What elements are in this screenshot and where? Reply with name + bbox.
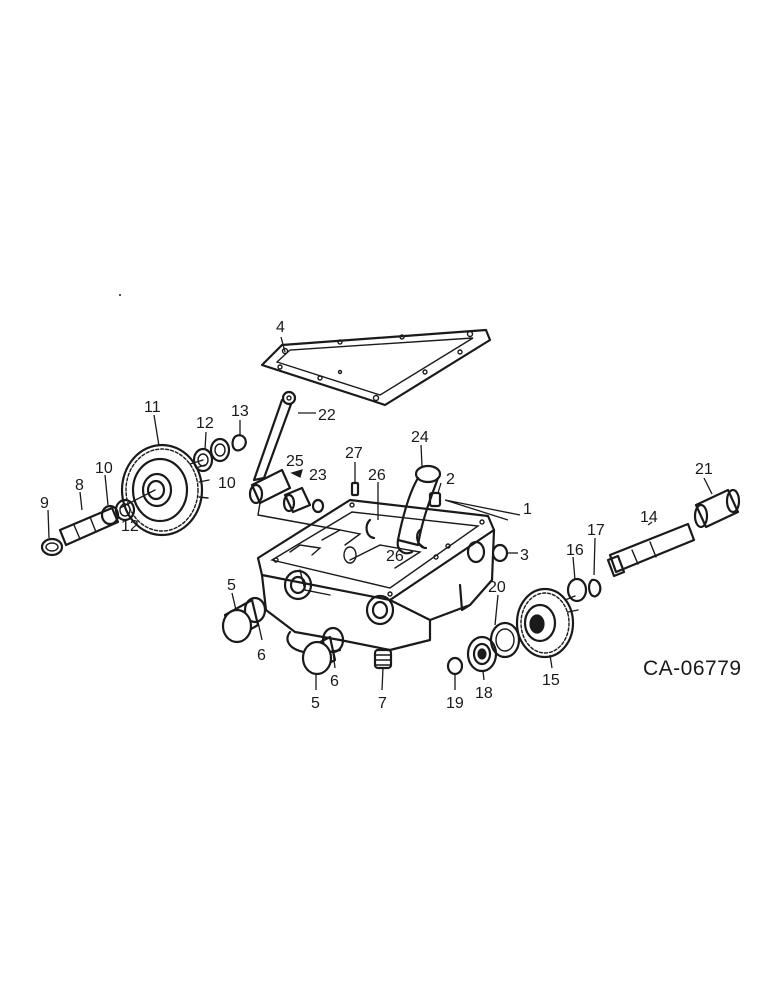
dowel: [428, 491, 442, 508]
callout-6-right: 6: [330, 673, 339, 690]
leader-lines: [47, 336, 713, 691]
callout-8: 8: [75, 477, 84, 494]
cover-gasket: [260, 328, 492, 407]
callout-20: 20: [488, 579, 506, 596]
callout-4: 4: [276, 319, 285, 336]
callout-17: 17: [587, 522, 605, 539]
callout-5-right: 5: [311, 695, 320, 712]
callout-5-left: 5: [227, 577, 236, 594]
callout-10-upper: 10: [218, 475, 236, 492]
pin: [350, 481, 360, 497]
callout-6-left: 6: [257, 647, 266, 664]
large-gear: [120, 443, 210, 537]
callout-10-left: 10: [95, 460, 113, 477]
callout-15: 15: [542, 672, 560, 689]
callout-13: 13: [231, 403, 249, 420]
left-shaft-assembly: [40, 489, 156, 557]
callout-22: 22: [318, 407, 336, 424]
transmission-housing: [256, 498, 509, 655]
right-shaft-assembly: [446, 488, 741, 676]
callout-21: 21: [695, 461, 713, 478]
callout-7: 7: [378, 695, 387, 712]
callout-27: 27: [345, 445, 363, 462]
stray-mark: [119, 294, 121, 296]
cross-shaft: [248, 468, 341, 531]
callout-25: 25: [286, 453, 304, 470]
drawing-code: CA-06779: [643, 657, 742, 680]
callout-26-upper: 26: [368, 467, 386, 484]
callout-12-upper: 12: [196, 415, 214, 432]
breather-plug: [373, 648, 393, 670]
callout-12-lower: 12: [121, 518, 139, 535]
callout-26-lower: 26: [386, 548, 404, 565]
callout-24: 24: [411, 429, 429, 446]
callout-2: 2: [446, 471, 455, 488]
callout-16: 16: [566, 542, 584, 559]
upper-left-rings: [189, 434, 247, 473]
callout-3: 3: [520, 547, 529, 564]
callout-23: 23: [309, 467, 327, 484]
callout-9: 9: [40, 495, 49, 512]
drain-plugs: [221, 596, 345, 676]
callout-19: 19: [446, 695, 464, 712]
callout-11: 11: [144, 399, 161, 416]
callout-labels: 4 22 11 12 13 24 27 25 23 26 2 1 21 10 1…: [40, 319, 713, 712]
callout-18: 18: [475, 685, 493, 702]
callout-14: 14: [640, 509, 658, 526]
callout-1: 1: [523, 501, 532, 518]
